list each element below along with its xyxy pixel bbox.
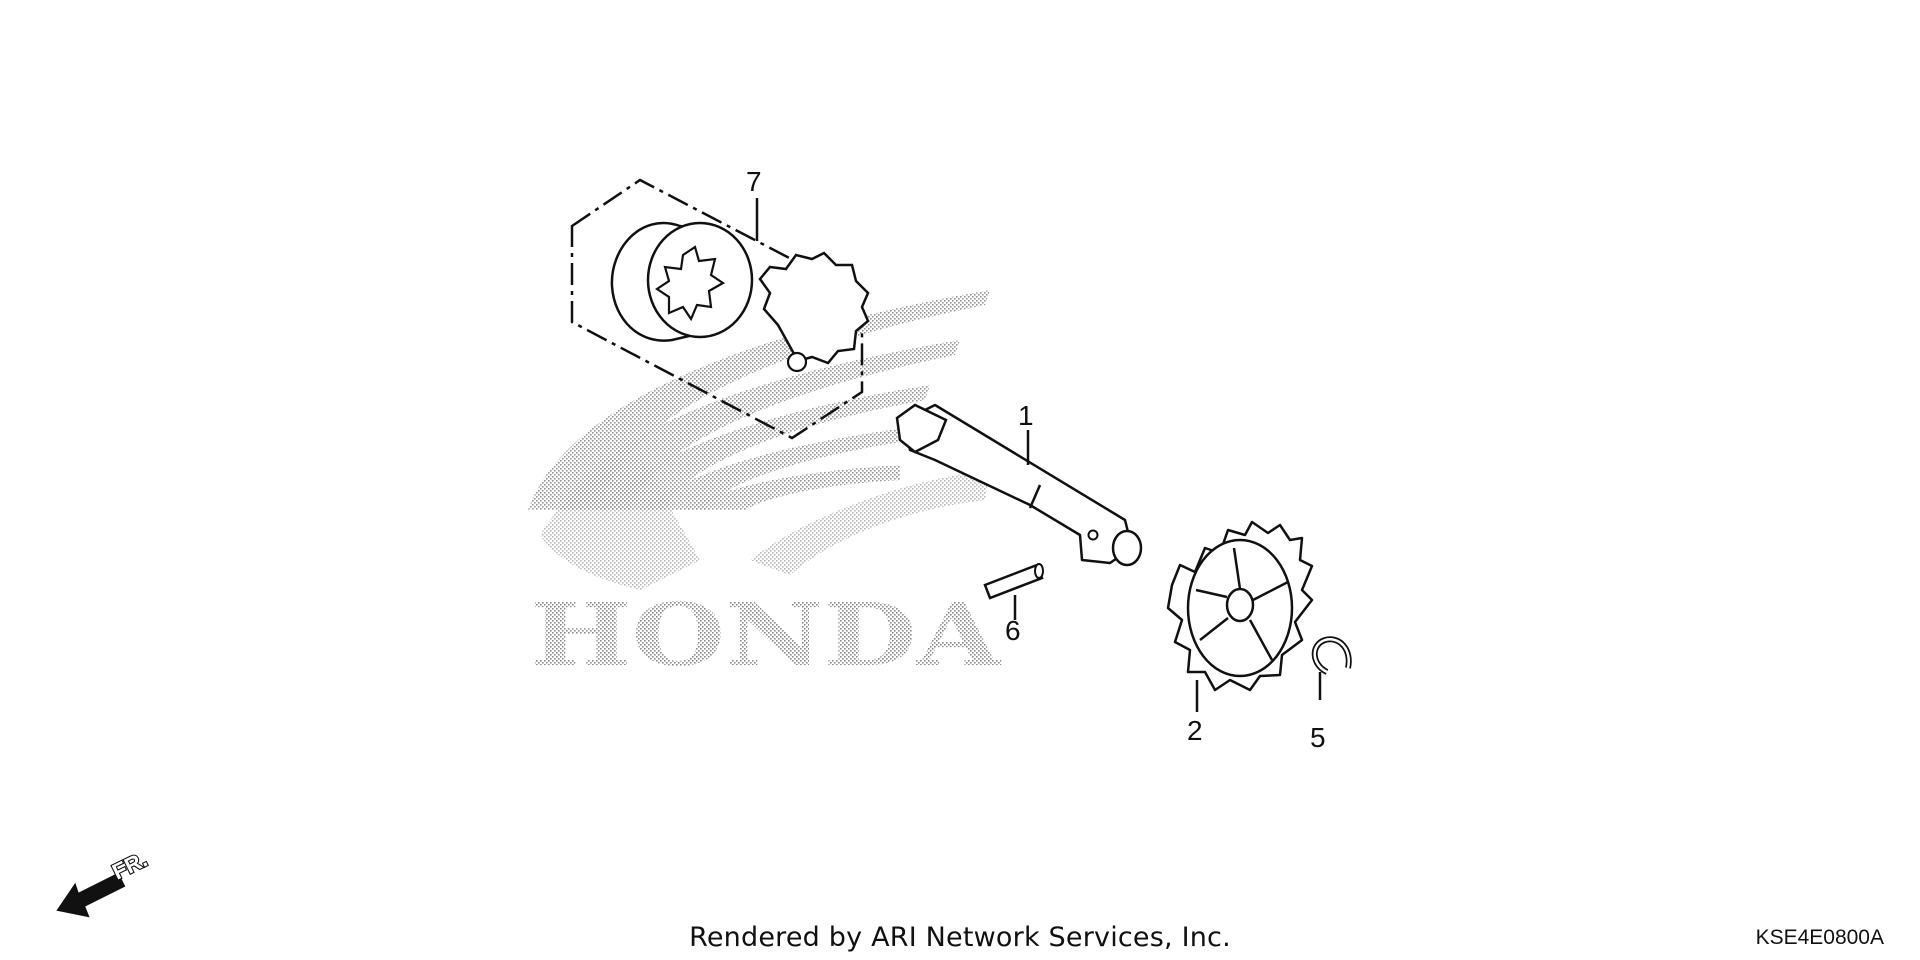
part-6-dowel-pin[interactable] <box>983 563 1044 600</box>
inner-rotor-icon <box>758 251 870 373</box>
part-2-pump-driven-gear[interactable] <box>1166 520 1314 692</box>
diagram-code: KSE4E0800A <box>1755 926 1884 949</box>
callout-2[interactable]: 2 <box>1187 715 1203 746</box>
callout-6[interactable]: 6 <box>1005 615 1021 646</box>
part-1-pump-shaft[interactable] <box>895 403 1143 567</box>
outer-rotor-icon <box>610 221 754 342</box>
gear-icon <box>1166 520 1314 692</box>
wing-logo-icon <box>528 290 990 590</box>
honda-watermark-text: HONDA <box>530 585 1002 686</box>
callout-5[interactable]: 5 <box>1310 722 1326 753</box>
callout-1[interactable]: 1 <box>1018 400 1034 431</box>
callout-7[interactable]: 7 <box>746 166 762 197</box>
part-5-snap-ring[interactable] <box>1311 636 1352 675</box>
footer-credit: Rendered by ARI Network Services, Inc. <box>689 922 1231 953</box>
part-7-rotor-set[interactable] <box>570 178 870 440</box>
arrow-front-left-icon <box>56 872 126 918</box>
